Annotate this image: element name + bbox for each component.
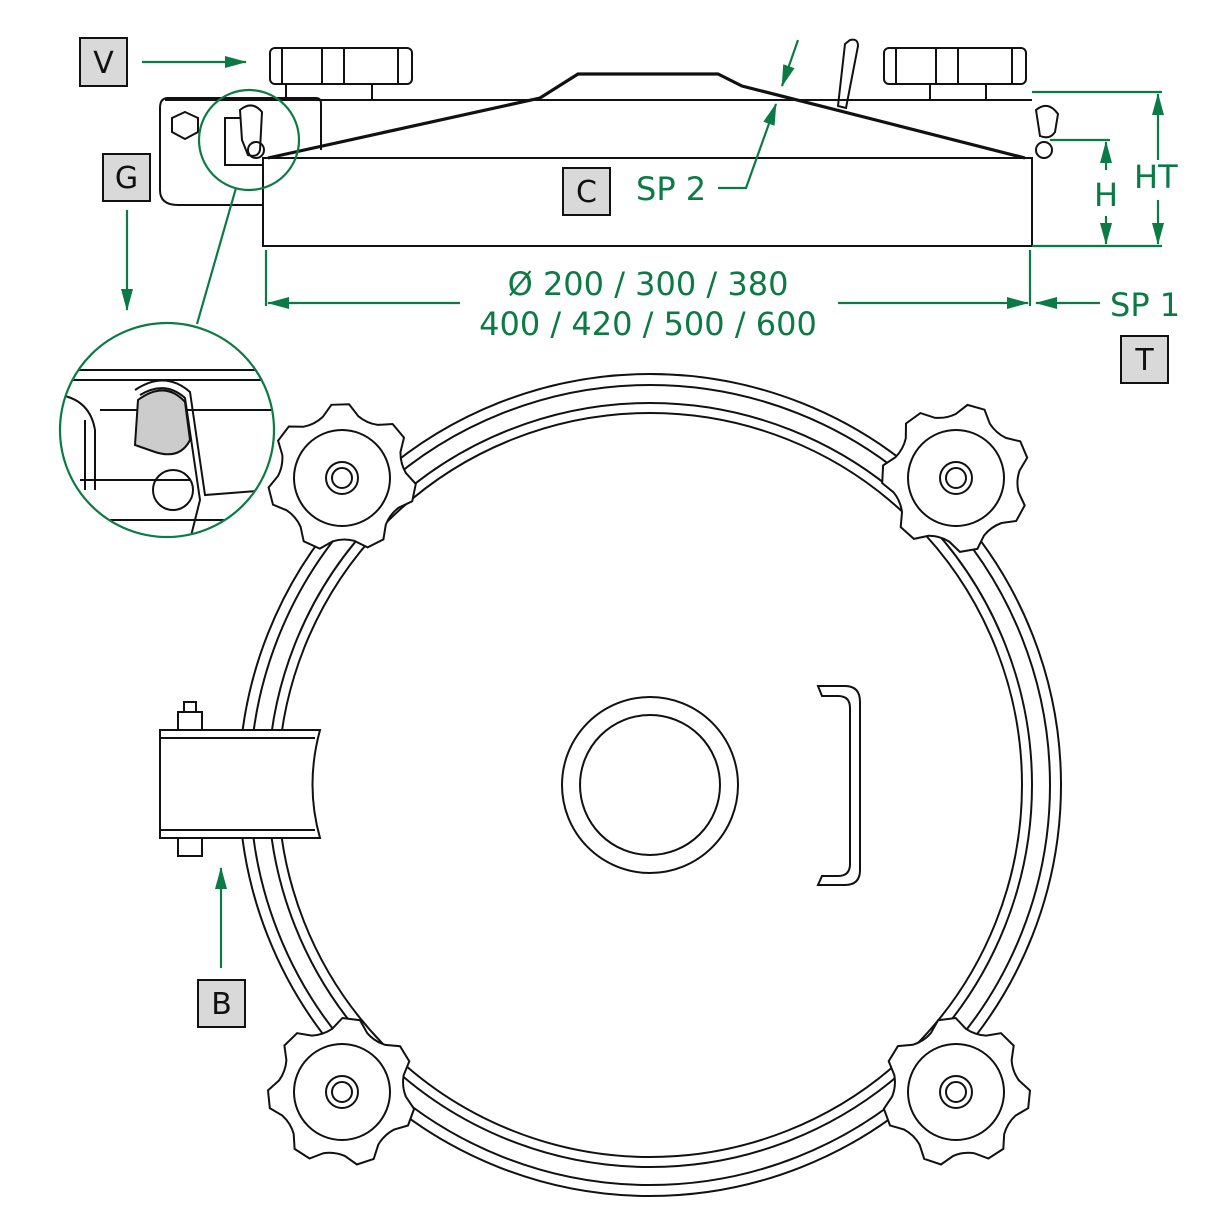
label-v: V [79, 37, 128, 87]
dimensions: SP 2 HT H SP 1 Ø 200 / 300 / 380 400 / 4… [121, 39, 1180, 968]
sp1-label: SP 1 [1110, 286, 1180, 324]
lid [267, 72, 1026, 160]
hinge [159, 701, 322, 857]
ht-label: HT [1134, 158, 1178, 196]
sp2-label: SP 2 [636, 170, 706, 208]
lid-handle [816, 685, 861, 886]
svg-text:B: B [211, 987, 232, 1022]
knob-side-left [269, 47, 413, 100]
svg-text:V: V [93, 46, 114, 81]
diameter-label-2: 400 / 420 / 500 / 600 [479, 305, 817, 343]
detail-view [58, 321, 276, 539]
h-label: H [1094, 176, 1118, 214]
label-c: C [562, 167, 611, 216]
svg-text:C: C [576, 175, 597, 210]
label-b: B [197, 979, 246, 1028]
center-boss [561, 696, 739, 874]
knob-2[interactable] [881, 403, 1029, 553]
knob-4[interactable] [882, 1016, 1032, 1166]
hex-nut-icon [171, 110, 199, 141]
top-view [159, 373, 1062, 1197]
bracket-body [159, 97, 263, 206]
knob-1[interactable] [267, 403, 417, 550]
body [262, 157, 1033, 247]
diameter-label-1: Ø 200 / 300 / 380 [508, 265, 789, 303]
label-t: T [1120, 335, 1169, 384]
svg-text:G: G [115, 161, 138, 196]
handle [836, 38, 860, 110]
knob-3[interactable] [266, 1016, 416, 1166]
detail-marker [197, 88, 301, 192]
label-g: G [102, 153, 151, 202]
svg-text:T: T [1134, 343, 1154, 378]
knob-side-right [883, 47, 1027, 100]
side-view [159, 38, 1060, 325]
seal [238, 104, 264, 157]
